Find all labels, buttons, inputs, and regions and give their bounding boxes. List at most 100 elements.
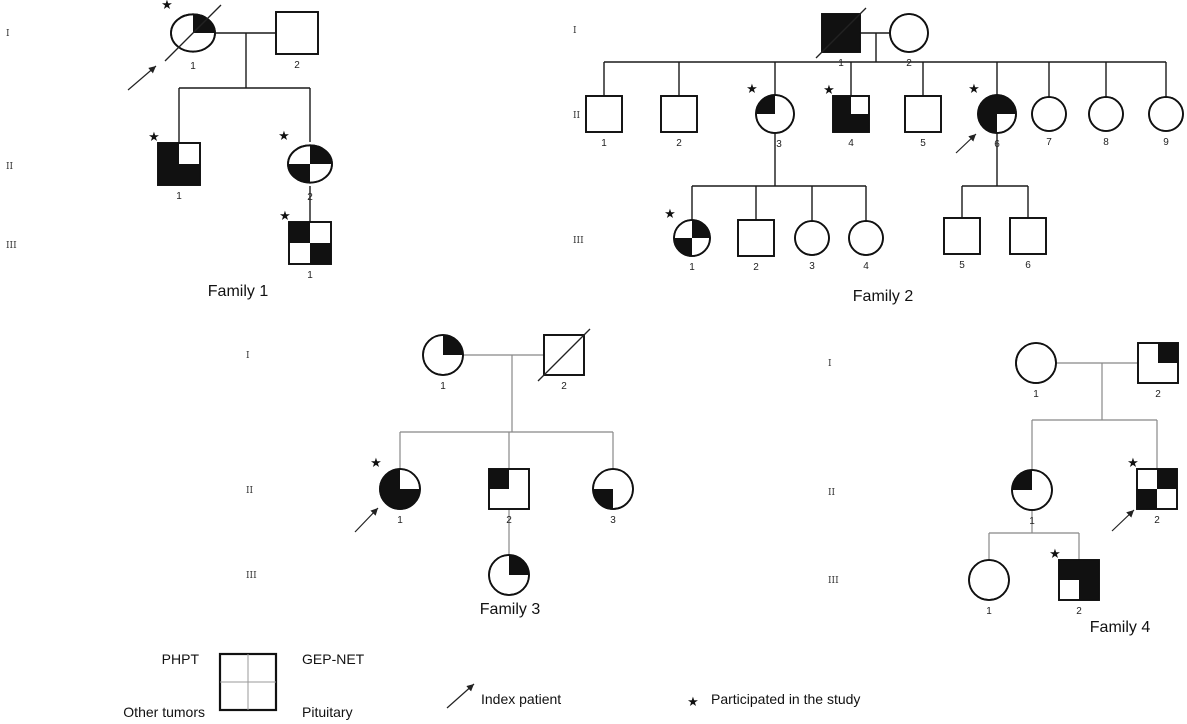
gepnet-quadrant-fill — [443, 335, 463, 355]
generation-label: II — [246, 486, 254, 496]
individual-f1-i-1: ★1 — [127, 0, 222, 91]
individual-number: 2 — [294, 60, 300, 71]
individual-f1-iii-1: ★1 — [279, 209, 332, 281]
family-title: Family 2 — [853, 288, 914, 305]
generation-label: III — [6, 241, 17, 251]
individual-f1-i-2: 2 — [275, 11, 319, 71]
legend-gepnet-label: GEP-NET — [302, 651, 365, 667]
symbol-outline — [943, 217, 981, 255]
generation-label: III — [246, 571, 257, 581]
family-title: Family 3 — [480, 601, 541, 618]
symbol-outline — [1136, 468, 1178, 510]
pituitary-quadrant-fill — [841, 33, 860, 52]
individual-number: 2 — [1154, 515, 1160, 526]
individual-f2-ii-3: ★3 — [746, 82, 795, 150]
individual-f2-iii-3: 3 — [794, 220, 830, 272]
other-quadrant-fill — [158, 164, 179, 185]
generation-label: I — [6, 29, 10, 39]
individual-number: 1 — [689, 262, 695, 273]
individual-number: 2 — [506, 515, 512, 526]
phpt-quadrant-fill — [158, 143, 179, 164]
symbol-outline — [275, 11, 319, 55]
symbol-outline — [1137, 342, 1179, 384]
phpt-quadrant-fill — [380, 469, 400, 489]
participated-star: ★ — [279, 209, 291, 224]
phpt-quadrant-fill — [978, 95, 997, 114]
individual-f4-ii-1: 1 — [1011, 469, 1053, 527]
phpt-quadrant-fill — [756, 95, 775, 114]
individual-number: 7 — [1046, 137, 1052, 148]
male-symbol — [660, 95, 698, 133]
individual-f3-ii-1: ★1 — [354, 456, 421, 533]
symbol-outline — [170, 13, 216, 53]
index-patient-arrow — [1111, 509, 1135, 532]
gepnet-quadrant-fill — [1158, 343, 1178, 363]
individual-number: 9 — [1163, 137, 1169, 148]
male-symbol — [737, 219, 775, 257]
index-patient-arrow — [955, 133, 977, 154]
symbol-outline — [832, 95, 870, 133]
individual-number: 4 — [848, 138, 854, 149]
individual-f2-iii-1: ★1 — [664, 207, 711, 273]
male-symbol — [585, 95, 623, 133]
individual-f1-ii-1: ★1 — [148, 130, 201, 202]
individual-f3-ii-3: 3 — [592, 468, 634, 526]
individual-number: 2 — [1076, 606, 1082, 617]
individual-f2-ii-7: 7 — [1031, 96, 1067, 148]
phpt-quadrant-fill — [489, 469, 509, 489]
other-quadrant-fill — [380, 489, 400, 509]
participated-star: ★ — [968, 82, 980, 97]
male-symbol — [1009, 217, 1047, 255]
individual-number: 1 — [986, 606, 992, 617]
individual-f4-iii-2: ★2 — [1049, 547, 1100, 617]
symbol-outline — [977, 94, 1017, 134]
individual-number: 1 — [397, 515, 403, 526]
family-title: Family 4 — [1090, 619, 1151, 636]
individual-number: 2 — [753, 262, 759, 273]
pituitary-quadrant-fill — [179, 164, 200, 185]
symbol-outline — [660, 95, 698, 133]
individual-f2-i-1: 1 — [815, 7, 867, 69]
symbol-outline — [1088, 96, 1124, 132]
symbol-outline — [904, 95, 942, 133]
symbol-outline — [157, 142, 201, 186]
individual-number: 5 — [920, 138, 926, 149]
generation-label: III — [573, 236, 584, 246]
other-quadrant-fill — [674, 238, 692, 256]
individual-number: 1 — [307, 270, 313, 281]
symbol-outline — [1009, 217, 1047, 255]
individual-f2-iii-6: 6 — [1009, 217, 1047, 271]
individual-number: 8 — [1103, 137, 1109, 148]
symbol-outline — [287, 144, 333, 184]
participated-star: ★ — [278, 129, 290, 144]
individual-number: 3 — [776, 139, 782, 150]
legend-pituitary-label: Pituitary — [302, 704, 353, 720]
symbol-outline — [737, 219, 775, 257]
individual-number: 1 — [1033, 389, 1039, 400]
legend-star-icon: ★ — [687, 695, 699, 710]
generation-label: II — [573, 111, 581, 121]
pituitary-quadrant-fill — [1079, 580, 1099, 600]
individual-number: 3 — [610, 515, 616, 526]
male-symbol — [943, 217, 981, 255]
other-quadrant-fill — [833, 114, 851, 132]
individual-f2-ii-9: 9 — [1148, 96, 1184, 148]
individual-number: 2 — [1155, 389, 1161, 400]
individual-f3-ii-2: 2 — [488, 468, 530, 526]
symbol-outline — [1031, 96, 1067, 132]
legend-index-arrow — [446, 683, 475, 709]
symbol-outline — [592, 468, 634, 510]
participated-star: ★ — [664, 207, 676, 222]
legend-index-label: Index patient — [481, 691, 561, 707]
individual-number: 1 — [440, 381, 446, 392]
participated-star: ★ — [370, 456, 382, 471]
male-symbol — [275, 11, 319, 55]
individual-f2-ii-1: 1 — [585, 95, 623, 149]
generation-label: I — [573, 26, 577, 36]
individual-number: 5 — [959, 260, 965, 271]
individual-f2-ii-6: ★6 — [955, 82, 1017, 154]
legend-participated-label: Participated in the study — [711, 691, 860, 707]
symbol-outline — [585, 95, 623, 133]
